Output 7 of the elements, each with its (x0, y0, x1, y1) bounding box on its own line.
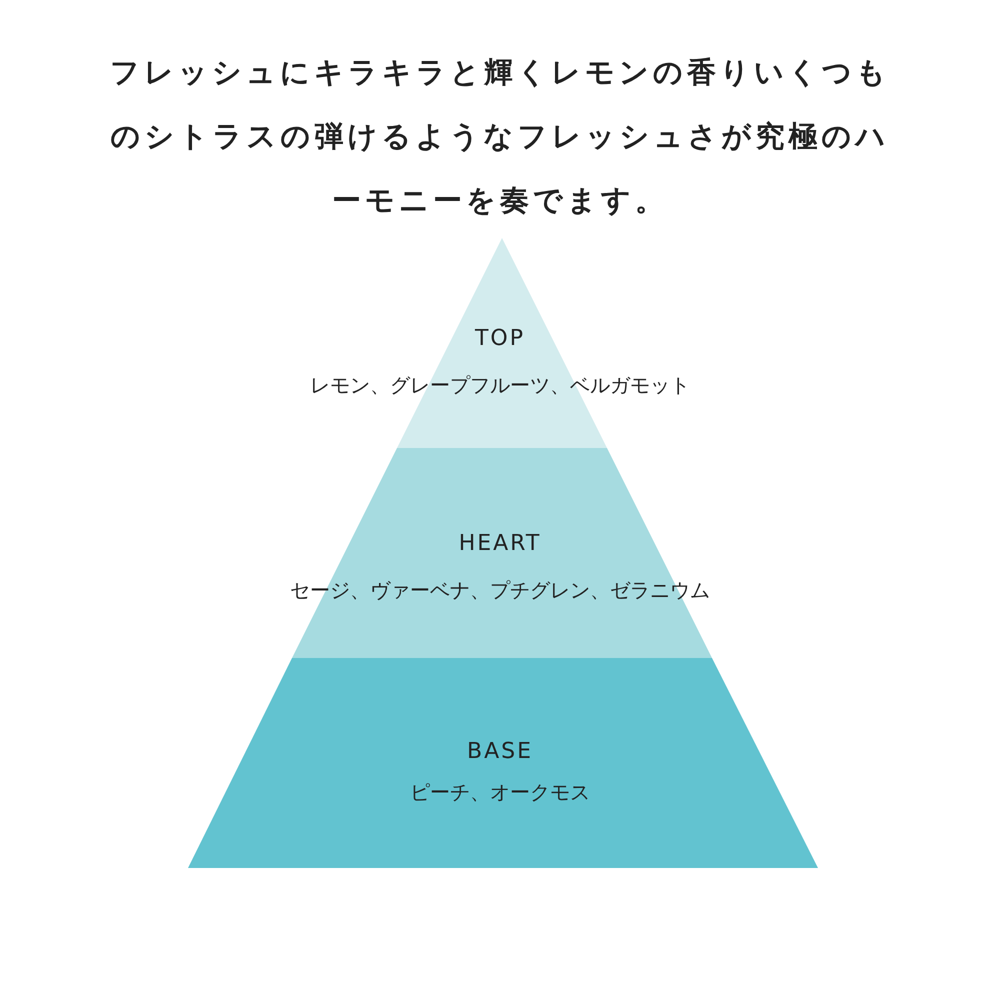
heading-text: フレッシュにキラキラと輝くレモンの香りいくつものシトラスの弾けるようなフレッシュさが究極のハーモニーを奏でます。 (109, 54, 891, 219)
tier-heading: BASE (466, 739, 533, 764)
tier-heading: TOP (474, 326, 526, 351)
note-list: ピーチ、オークモス (410, 779, 590, 806)
note-list: セージ、ヴァーベナ、プチグレン、ゼラニウム (290, 577, 710, 604)
note-list: レモン、グレープフルーツ、ベルガモット (310, 372, 690, 399)
tier-heading: HEART (458, 531, 542, 556)
